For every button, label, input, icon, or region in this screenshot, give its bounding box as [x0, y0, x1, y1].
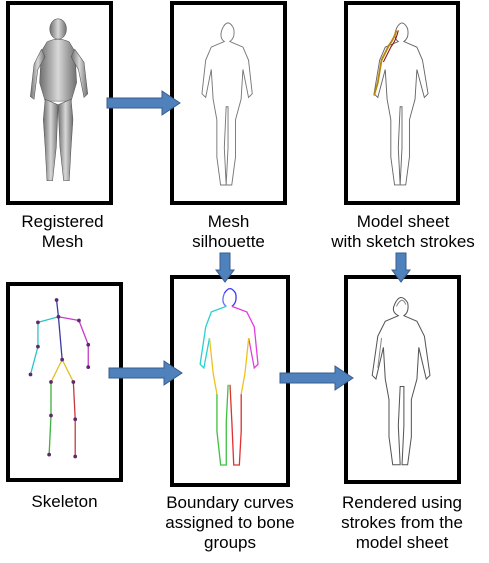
arrow-silhouette-down — [215, 252, 235, 284]
caption-line: assigned to bone — [145, 513, 315, 533]
caption-line: Mesh — [0, 232, 125, 252]
caption-line: Model sheet — [322, 212, 484, 232]
caption-skeleton: Skeleton — [0, 492, 129, 512]
model-sheet-figure — [348, 5, 456, 201]
caption-registered-mesh: Registered Mesh — [0, 212, 125, 252]
caption-line: Registered — [0, 212, 125, 232]
caption-rendered: Rendered using strokes from the model sh… — [320, 493, 484, 553]
panel-boundary-curves — [170, 275, 290, 487]
arrow-mesh-to-silhouette — [106, 90, 182, 116]
caption-line: model sheet — [320, 533, 484, 553]
caption-line: silhouette — [160, 232, 297, 252]
caption-line: groups — [145, 533, 315, 553]
caption-line: with sketch strokes — [322, 232, 484, 252]
arrow-model-sheet-down — [391, 252, 411, 284]
caption-line: Rendered using — [320, 493, 484, 513]
panel-registered-mesh — [6, 1, 113, 205]
arrow-boundary-to-rendered — [279, 365, 355, 391]
rendered-figure — [348, 279, 457, 480]
caption-boundary-curves: Boundary curves assigned to bone groups — [145, 493, 315, 553]
registered-mesh-figure — [10, 5, 109, 201]
caption-mesh-silhouette: Mesh silhouette — [160, 212, 297, 252]
panel-model-sheet — [344, 1, 460, 205]
caption-model-sheet: Model sheet with sketch strokes — [322, 212, 484, 252]
caption-line: Mesh — [160, 212, 297, 232]
caption-line: Skeleton — [0, 492, 129, 512]
caption-line: strokes from the — [320, 513, 484, 533]
panel-mesh-silhouette — [170, 1, 287, 205]
panel-rendered — [344, 275, 461, 484]
caption-line: Boundary curves — [145, 493, 315, 513]
mesh-silhouette-figure — [174, 5, 283, 201]
panel-skeleton — [6, 282, 123, 482]
arrow-skeleton-to-boundary — [108, 360, 184, 386]
skeleton-figure — [10, 286, 119, 478]
boundary-curves-figure — [174, 279, 286, 483]
